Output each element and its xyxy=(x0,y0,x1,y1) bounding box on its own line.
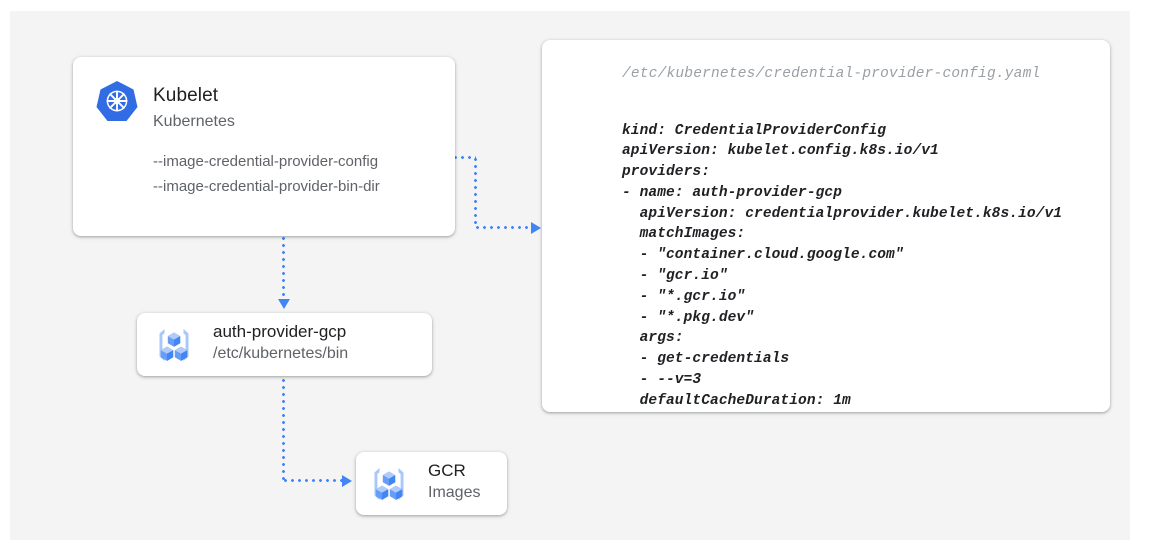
connector-kubelet-to-yaml-arrowhead xyxy=(531,222,541,234)
auth-provider-subtitle: /etc/kubernetes/bin xyxy=(213,345,349,362)
connector-auth-provider-to-gcr-segment-2 xyxy=(282,479,344,482)
connector-auth-provider-to-gcr-segment-1 xyxy=(282,377,285,482)
container-registry-icon xyxy=(151,322,197,368)
connector-kubelet-to-auth-provider-line xyxy=(282,207,285,303)
gcr-title: GCR xyxy=(428,461,466,480)
connector-auth-provider-to-gcr-arrowhead xyxy=(342,475,352,487)
auth-provider-title: auth-provider-gcp xyxy=(213,322,347,341)
kubelet-card[interactable]: Kubelet Kubernetes --image-credential-pr… xyxy=(73,57,455,236)
config-file-content: kind: CredentialProviderConfig apiVersio… xyxy=(622,122,1063,409)
kubelet-subtitle: Kubernetes xyxy=(153,113,235,130)
kubelet-flag-config: --image-credential-provider-config xyxy=(153,153,379,170)
gcr-subtitle: Images xyxy=(428,484,481,501)
config-file-path: /etc/kubernetes/credential-provider-conf… xyxy=(622,66,1041,82)
gcr-card[interactable]: GCR Images xyxy=(356,452,507,515)
diagram-canvas: Kubelet Kubernetes --image-credential-pr… xyxy=(10,11,1130,540)
kubelet-title: Kubelet xyxy=(153,85,219,106)
connector-kubelet-to-auth-provider-arrowhead xyxy=(278,299,290,309)
kubernetes-logo-icon xyxy=(95,79,139,123)
credential-provider-config-card[interactable]: /etc/kubernetes/credential-provider-conf… xyxy=(542,40,1110,412)
kubelet-flag-list: --image-credential-provider-config --ima… xyxy=(153,149,380,199)
container-registry-icon xyxy=(366,461,412,507)
connector-kubelet-to-yaml-segment-2 xyxy=(474,156,477,228)
connector-kubelet-to-yaml-segment-3 xyxy=(474,226,534,229)
auth-provider-gcp-card[interactable]: auth-provider-gcp /etc/kubernetes/bin xyxy=(137,313,432,376)
kubelet-flag-bin-dir: --image-credential-provider-bin-dir xyxy=(153,178,380,195)
